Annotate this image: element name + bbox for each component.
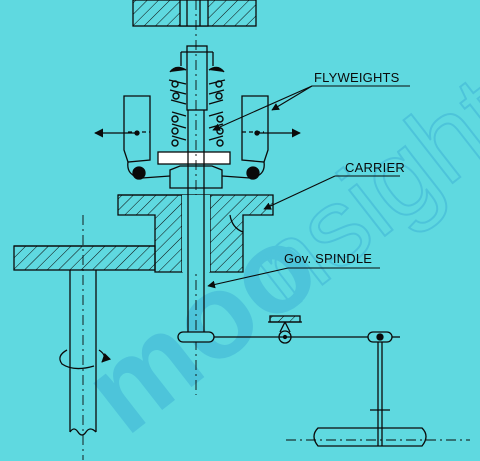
governor-spring (168, 66, 226, 147)
right-flyweight (221, 95, 269, 180)
center-pivot (169, 165, 223, 189)
spring-seat (157, 151, 231, 165)
lower-shaft (69, 215, 97, 460)
linkage-pivot (268, 315, 368, 344)
drive-gear-plate (13, 245, 156, 271)
leader-lines (207, 85, 410, 289)
control-lever (367, 331, 400, 440)
spindle-coupling (177, 331, 272, 343)
fuel-rack (286, 427, 470, 447)
top-housing (132, 0, 257, 27)
carrier (117, 194, 274, 273)
flyweights-label: FLYWEIGHTS (314, 70, 400, 85)
rotation-arrow (59, 349, 112, 370)
carrier-label: CARRIER (345, 160, 405, 175)
centrifugal-force-arrows (94, 128, 301, 138)
spindle-label: Gov. SPINDLE (284, 251, 373, 266)
upper-plunger (180, 45, 214, 111)
left-flyweight (123, 95, 171, 180)
